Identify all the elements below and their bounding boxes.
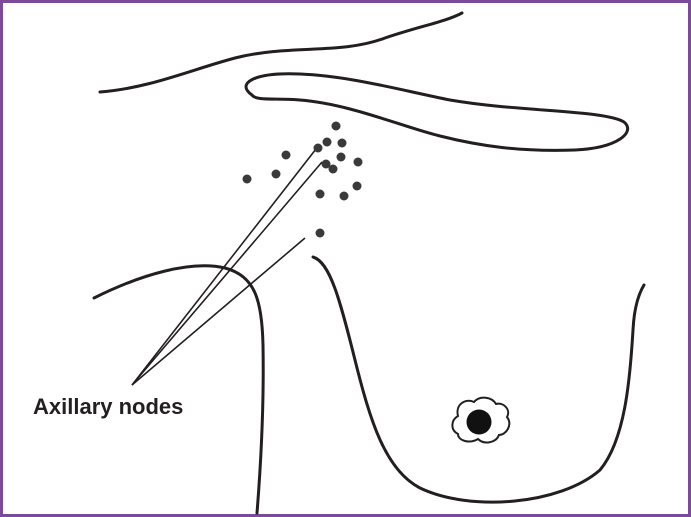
lymph-node [316, 190, 325, 199]
lymph-node [314, 144, 323, 153]
lymph-node [243, 175, 252, 184]
arm-contour [94, 266, 263, 513]
breast-contour [313, 257, 644, 502]
lymph-node [337, 153, 346, 162]
lymph-node [338, 139, 347, 148]
leader-line-lower [132, 238, 305, 385]
shoulder-contour [100, 13, 462, 92]
lymph-node [354, 158, 363, 167]
lymph-node [316, 229, 325, 238]
lymph-node [332, 122, 341, 131]
axillary-nodes-label: Axillary nodes [33, 394, 183, 420]
lymph-node [272, 170, 281, 179]
tumor-core [467, 410, 492, 435]
leader-line-upper [132, 149, 316, 385]
lymph-node [353, 182, 362, 191]
lymph-node [323, 138, 332, 147]
lymph-node [329, 165, 338, 174]
clavicle-outline [246, 74, 628, 151]
lymph-node [282, 151, 291, 160]
lymph-node [340, 192, 349, 201]
tumor-mass [452, 398, 509, 443]
